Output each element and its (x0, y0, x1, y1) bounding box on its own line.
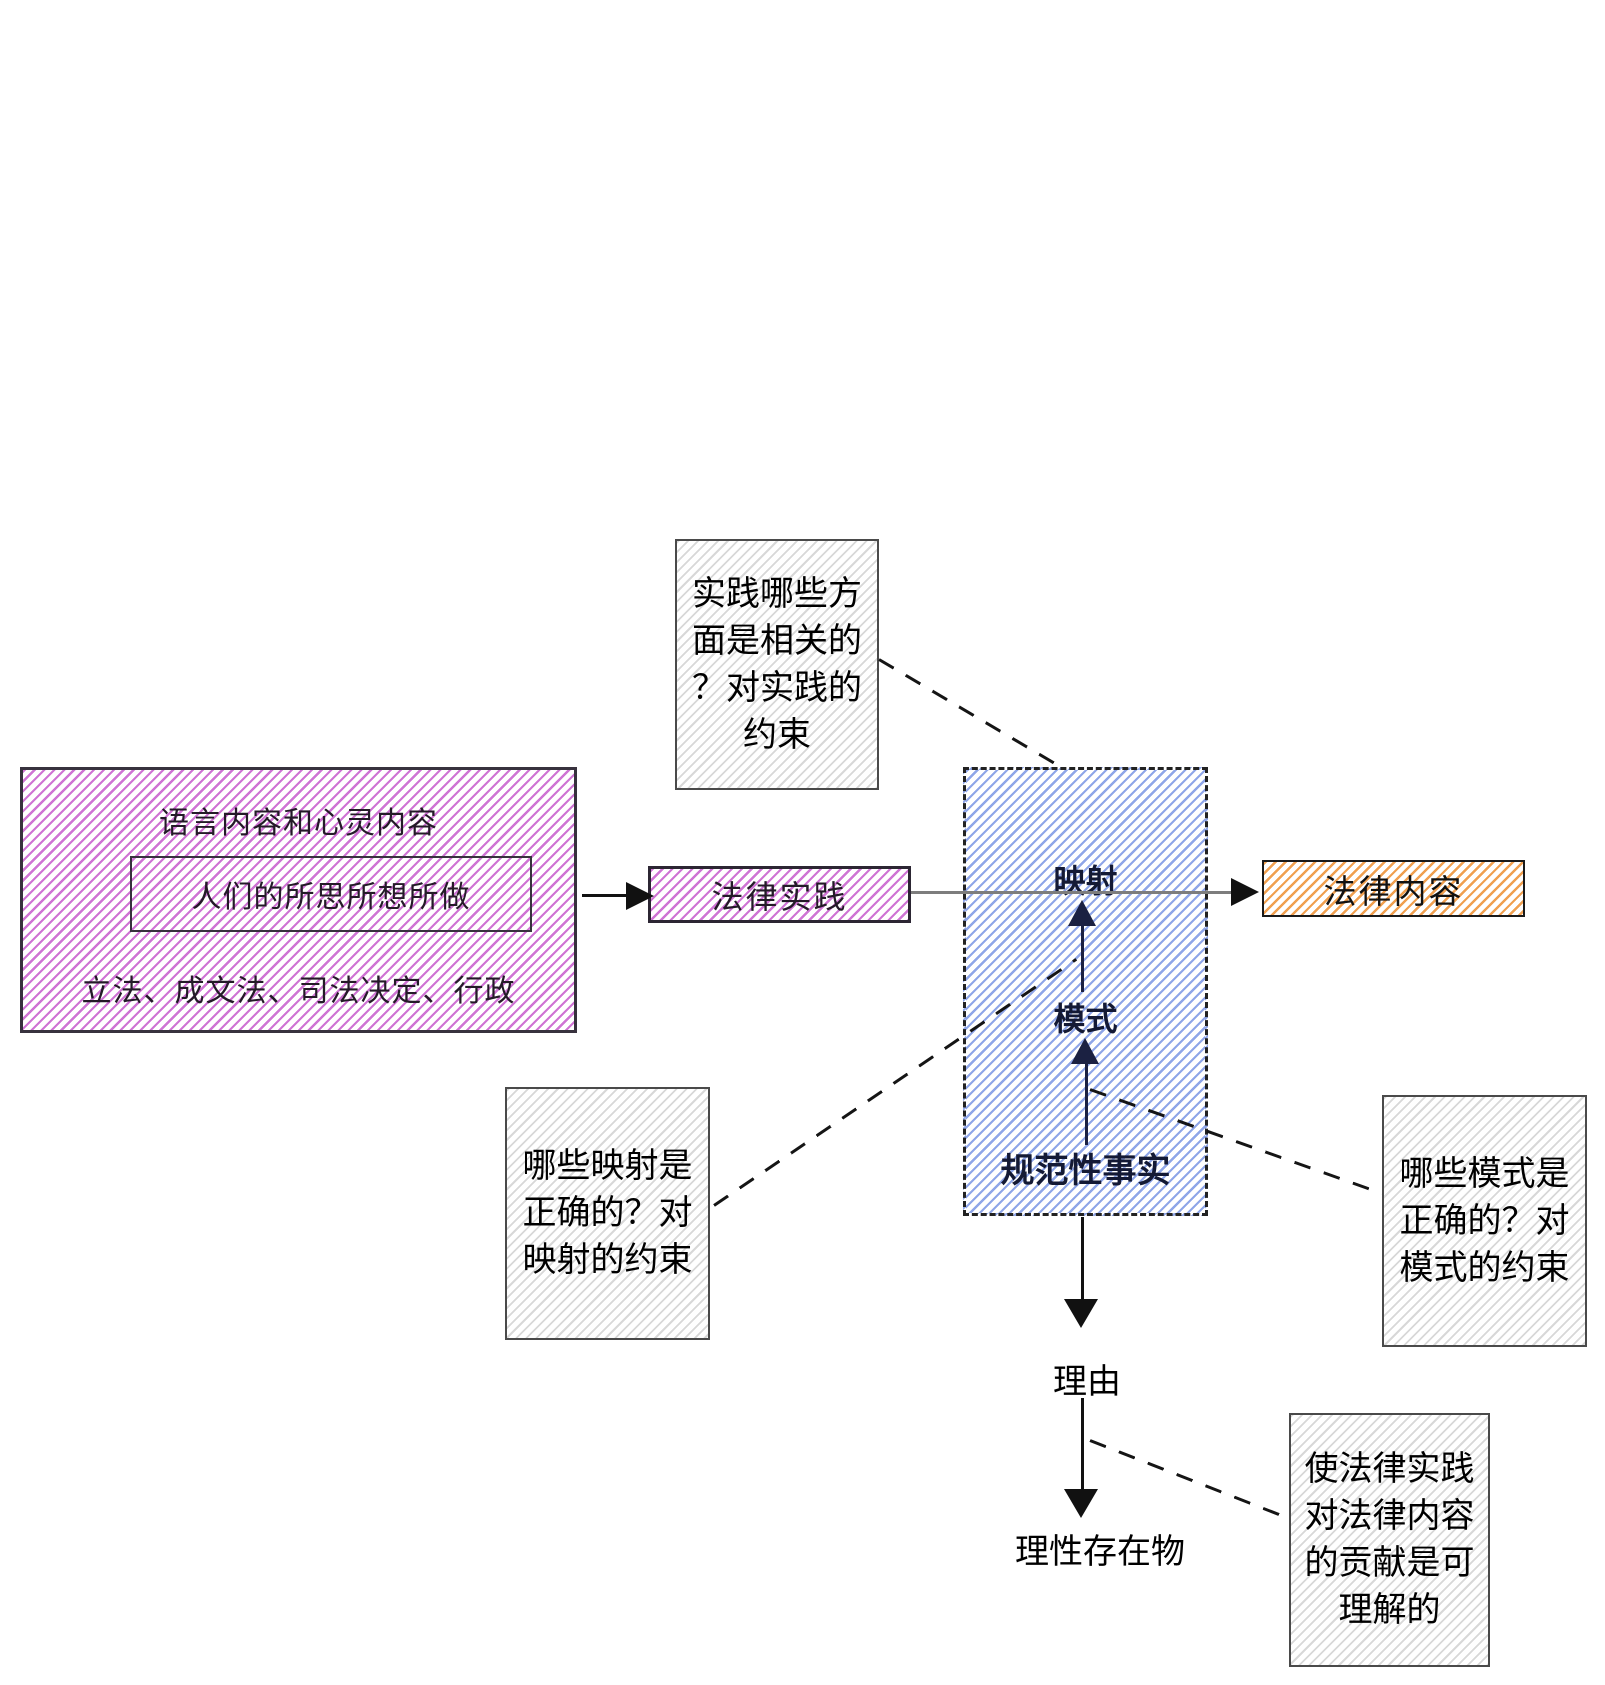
source-box-footer: 立法、成文法、司法决定、行政 (81, 975, 516, 1008)
arrow-practice-to-content-line (911, 891, 1232, 894)
legal-content-node: 法律内容 (1262, 860, 1525, 917)
note-intelligibility-text: 使法律实践 对法律内容 的贡献是可 理解的 (1304, 1450, 1475, 1629)
note-model-constraint-text: 哪些模式是 正确的？对 模式的约束 (1399, 1154, 1570, 1287)
legal-practice-label: 法律实践 (711, 878, 848, 915)
note-practice-constraint: 实践哪些方 面是相关的 ？对实践的 约束 (675, 539, 879, 790)
source-box-inner-node: 人们的所思所想所做 (130, 856, 532, 932)
source-box-inner-label: 人们的所思所想所做 (191, 881, 471, 914)
arrow-facts-to-reasons-line (1081, 1217, 1084, 1301)
arrow-model-to-mapping-line (1081, 926, 1084, 992)
dashed-link-intelligibility-note (1089, 1439, 1290, 1520)
mapping-label: 映射 (1053, 863, 1118, 899)
arrowhead-down-icon (1064, 1299, 1098, 1328)
arrowhead-up-icon (1071, 1038, 1099, 1064)
arrowhead-right-icon (1231, 878, 1259, 906)
note-mapping-constraint-text: 哪些映射是 正确的？对 映射的约束 (522, 1147, 693, 1279)
note-model-constraint: 哪些模式是 正确的？对 模式的约束 (1382, 1095, 1587, 1347)
mapping-model-facts-box: 映射 模式 规范性事实 (963, 767, 1208, 1216)
legal-content-label: 法律内容 (1323, 872, 1464, 910)
note-mapping-constraint: 哪些映射是 正确的？对 映射的约束 (505, 1087, 710, 1340)
normative-facts-label: 规范性事实 (1000, 1152, 1171, 1190)
note-practice-constraint-text: 实践哪些方 面是相关的 ？对实践的 约束 (692, 574, 862, 754)
arrowhead-down-icon (1064, 1489, 1098, 1518)
legal-practice-node: 法律实践 (648, 866, 911, 923)
arrowhead-right-icon (626, 882, 654, 910)
model-label: 模式 (1053, 1001, 1118, 1037)
arrow-source-to-practice-line (582, 894, 628, 897)
arrow-facts-to-model-line (1085, 1064, 1088, 1145)
source-box-title: 语言内容和心灵内容 (159, 807, 438, 840)
source-practices-box: 语言内容和心灵内容 人们的所思所想所做 立法、成文法、司法决定、行政 (20, 767, 577, 1033)
arrowhead-up-icon (1068, 900, 1096, 926)
reasons-label: 理由 (1053, 1363, 1121, 1401)
note-intelligibility: 使法律实践 对法律内容 的贡献是可 理解的 (1289, 1413, 1490, 1667)
arrow-reasons-to-rational-line (1081, 1398, 1084, 1491)
dashed-link-practice-note (878, 658, 1061, 768)
rational-beings-label: 理性存在物 (1015, 1533, 1185, 1571)
